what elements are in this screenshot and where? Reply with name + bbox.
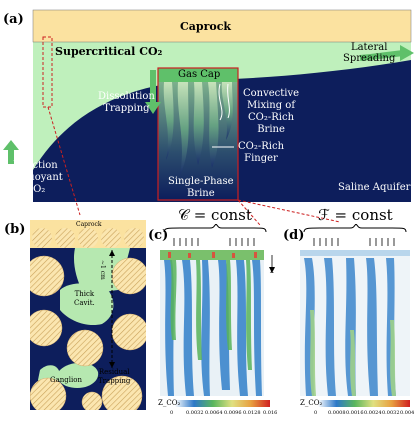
panel-d-condition: ℱ = const <box>318 206 393 224</box>
scale-label: ∼1 cm <box>99 260 106 280</box>
panel-b-pore-diagram <box>30 220 146 410</box>
caprock-layer <box>32 9 412 43</box>
injection-arrow <box>3 140 19 164</box>
panel-d-cbar-ticks: 0 0.0008 0.0016 0.0024 0.0032 0.004 <box>314 410 415 416</box>
saline-aquifer-label: Saline Aquifer <box>338 182 411 193</box>
gas-cap-box <box>158 68 238 82</box>
co2-plume <box>33 42 411 170</box>
panel-c-cbar-label: Z_CO₂ <box>158 399 181 407</box>
panel-d-label: (d) <box>283 228 305 243</box>
panel-c-cbar-ticks: 0 0.0032 0.0064 0.0096 0.0128 0.016 <box>170 410 278 416</box>
supercritical-label: Supercritical CO₂ <box>55 45 163 58</box>
panel-a-illustration <box>3 9 414 202</box>
panel-c-condition: 𝒞 = const <box>178 206 252 224</box>
lateral-arrow <box>359 45 414 61</box>
panel-c-colorbar <box>175 400 270 407</box>
panel-d-colorbar <box>318 400 410 407</box>
panel-c-brace-arrows <box>163 224 267 246</box>
z-axis-label: z <box>270 266 275 275</box>
pore-caprock-label: Caprock <box>76 221 102 228</box>
panel-c-label: (c) <box>148 228 169 243</box>
panel-a-label: (a) <box>3 12 24 27</box>
panel-d-field <box>300 250 410 396</box>
panel-b-label: (b) <box>4 222 26 237</box>
zoom-box-a <box>157 67 239 201</box>
gas-cap-label: Gas Cap <box>178 69 221 80</box>
caprock-label: Caprock <box>180 20 232 33</box>
panel-d-brace-arrows <box>303 224 407 246</box>
ganglion-label: Ganglion <box>50 376 82 384</box>
dissolution-arrow <box>145 70 161 114</box>
z-axis-arrow <box>269 255 275 273</box>
panel-c-field <box>160 250 264 396</box>
panel-d-cbar-label: Z_CO₂ <box>300 399 323 407</box>
zoom-box-pore <box>42 36 53 108</box>
